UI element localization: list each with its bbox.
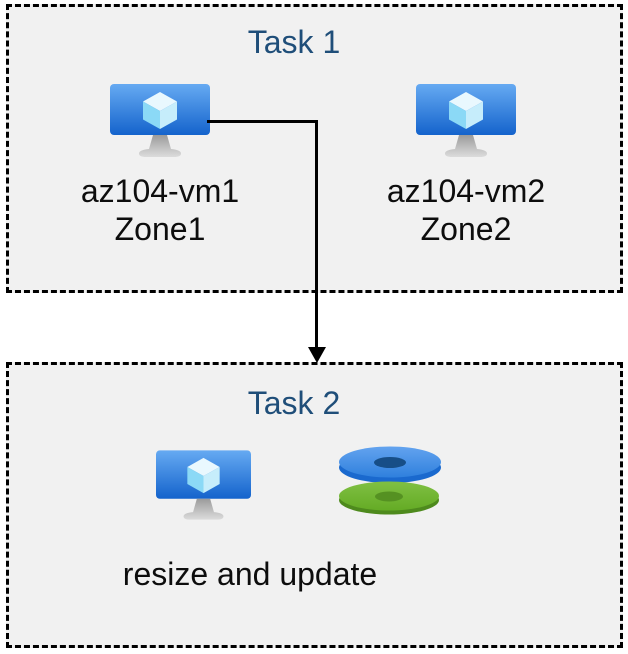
vm-unit-az104-vm1: az104-vm1 Zone1 — [35, 84, 285, 248]
connector-arrow-vertical-line — [315, 120, 318, 348]
connector-arrow-horizontal-line — [207, 120, 318, 123]
virtual-machine-icon — [416, 84, 516, 157]
task2-disks — [338, 446, 442, 515]
task2-panel — [6, 362, 623, 648]
vm-name-label: az104-vm2 — [386, 173, 546, 209]
vm-label: az104-vm2 Zone2 — [387, 172, 545, 248]
vm-zone-label: Zone2 — [420, 211, 512, 247]
virtual-machine-icon — [110, 84, 210, 157]
connector-arrow-head — [308, 347, 326, 363]
task2-caption: resize and update — [122, 556, 378, 592]
vm-label: az104-vm1 Zone1 — [81, 172, 239, 248]
vm-zone-label: Zone1 — [114, 211, 206, 247]
task1-title: Task 1 — [247, 24, 341, 60]
managed-disks-icon — [339, 446, 441, 515]
vm-name-label: az104-vm1 — [80, 173, 240, 209]
task2-title: Task 2 — [247, 385, 341, 421]
virtual-machine-icon — [156, 450, 251, 520]
task2-vm — [156, 450, 251, 520]
vm-unit-az104-vm2: az104-vm2 Zone2 — [341, 84, 591, 248]
task1-panel — [6, 4, 623, 293]
